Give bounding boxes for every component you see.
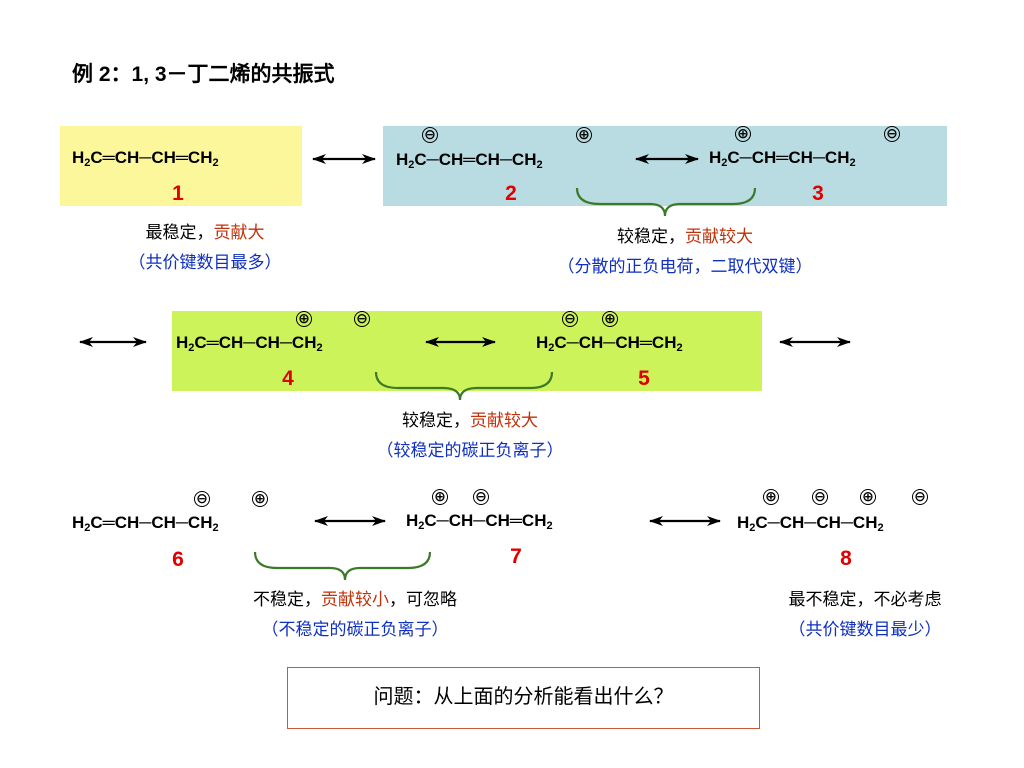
panel-structures-2-3: [383, 126, 947, 206]
positive-charge-icon: ⊕: [576, 127, 592, 143]
negative-charge-icon: ⊖: [354, 311, 370, 327]
negative-charge-icon: ⊖: [194, 491, 210, 507]
positive-charge-icon: ⊕: [432, 489, 448, 505]
positive-charge-icon: ⊕: [296, 311, 312, 327]
negative-charge-icon: ⊖: [884, 126, 900, 142]
positive-charge-icon: ⊕: [735, 126, 751, 142]
negative-charge-icon: ⊖: [562, 311, 578, 327]
page-title: 例 2：1, 3－丁二烯的共振式: [72, 63, 335, 86]
negative-charge-icon: ⊖: [812, 489, 828, 505]
formula-structure-7: H2C─CH─CH═CH2: [406, 511, 553, 532]
question-box: 问题：从上面的分析能看出什么？: [287, 667, 760, 729]
formula-structure-1: H2C═CH─CH═CH2: [72, 148, 219, 169]
formula-structure-2: H2C─CH═CH─CH2: [396, 150, 543, 171]
structure-number-2: 2: [505, 182, 517, 205]
formula-structure-6: H2C═CH─CH─CH2: [72, 513, 219, 534]
note-structure-8: 最不稳定，不必考虑 （共价键数目最少）: [788, 590, 942, 639]
positive-charge-icon: ⊕: [860, 489, 876, 505]
structure-number-3: 3: [812, 182, 824, 205]
panel-structures-4-5: [172, 311, 762, 391]
panel-structure-1: [60, 126, 302, 206]
note-structure-1: 最稳定，贡献大 （共价键数目最多）: [128, 223, 282, 272]
positive-charge-icon: ⊕: [602, 311, 618, 327]
negative-charge-icon: ⊖: [422, 127, 438, 143]
structure-number-1: 1: [172, 182, 184, 205]
formula-structure-4: H2C═CH─CH─CH2: [176, 333, 323, 354]
structure-number-4: 4: [282, 367, 294, 390]
formula-structure-5: H2C─CH─CH═CH2: [536, 333, 683, 354]
positive-charge-icon: ⊕: [252, 491, 268, 507]
note-structures-2-3: 较稳定，贡献较大 （分散的正负电荷，二取代双键）: [557, 227, 813, 276]
negative-charge-icon: ⊖: [473, 489, 489, 505]
note-structures-6-7: 不稳定，贡献较小，可忽略 （不稳定的碳正负离子）: [253, 590, 457, 639]
positive-charge-icon: ⊕: [763, 489, 779, 505]
negative-charge-icon: ⊖: [912, 489, 928, 505]
structure-number-7: 7: [510, 545, 522, 568]
structure-number-8: 8: [840, 547, 852, 570]
note-structures-4-5: 较稳定，贡献较大 （较稳定的碳正负离子）: [376, 411, 564, 460]
resonance-arrow: [79, 154, 851, 526]
formula-structure-3: H2C─CH═CH─CH2: [709, 148, 856, 169]
formula-structure-8: H2C─CH─CH─CH2: [737, 513, 884, 534]
structure-number-6: 6: [172, 548, 184, 571]
structure-number-5: 5: [638, 367, 650, 390]
brace: [253, 187, 757, 581]
